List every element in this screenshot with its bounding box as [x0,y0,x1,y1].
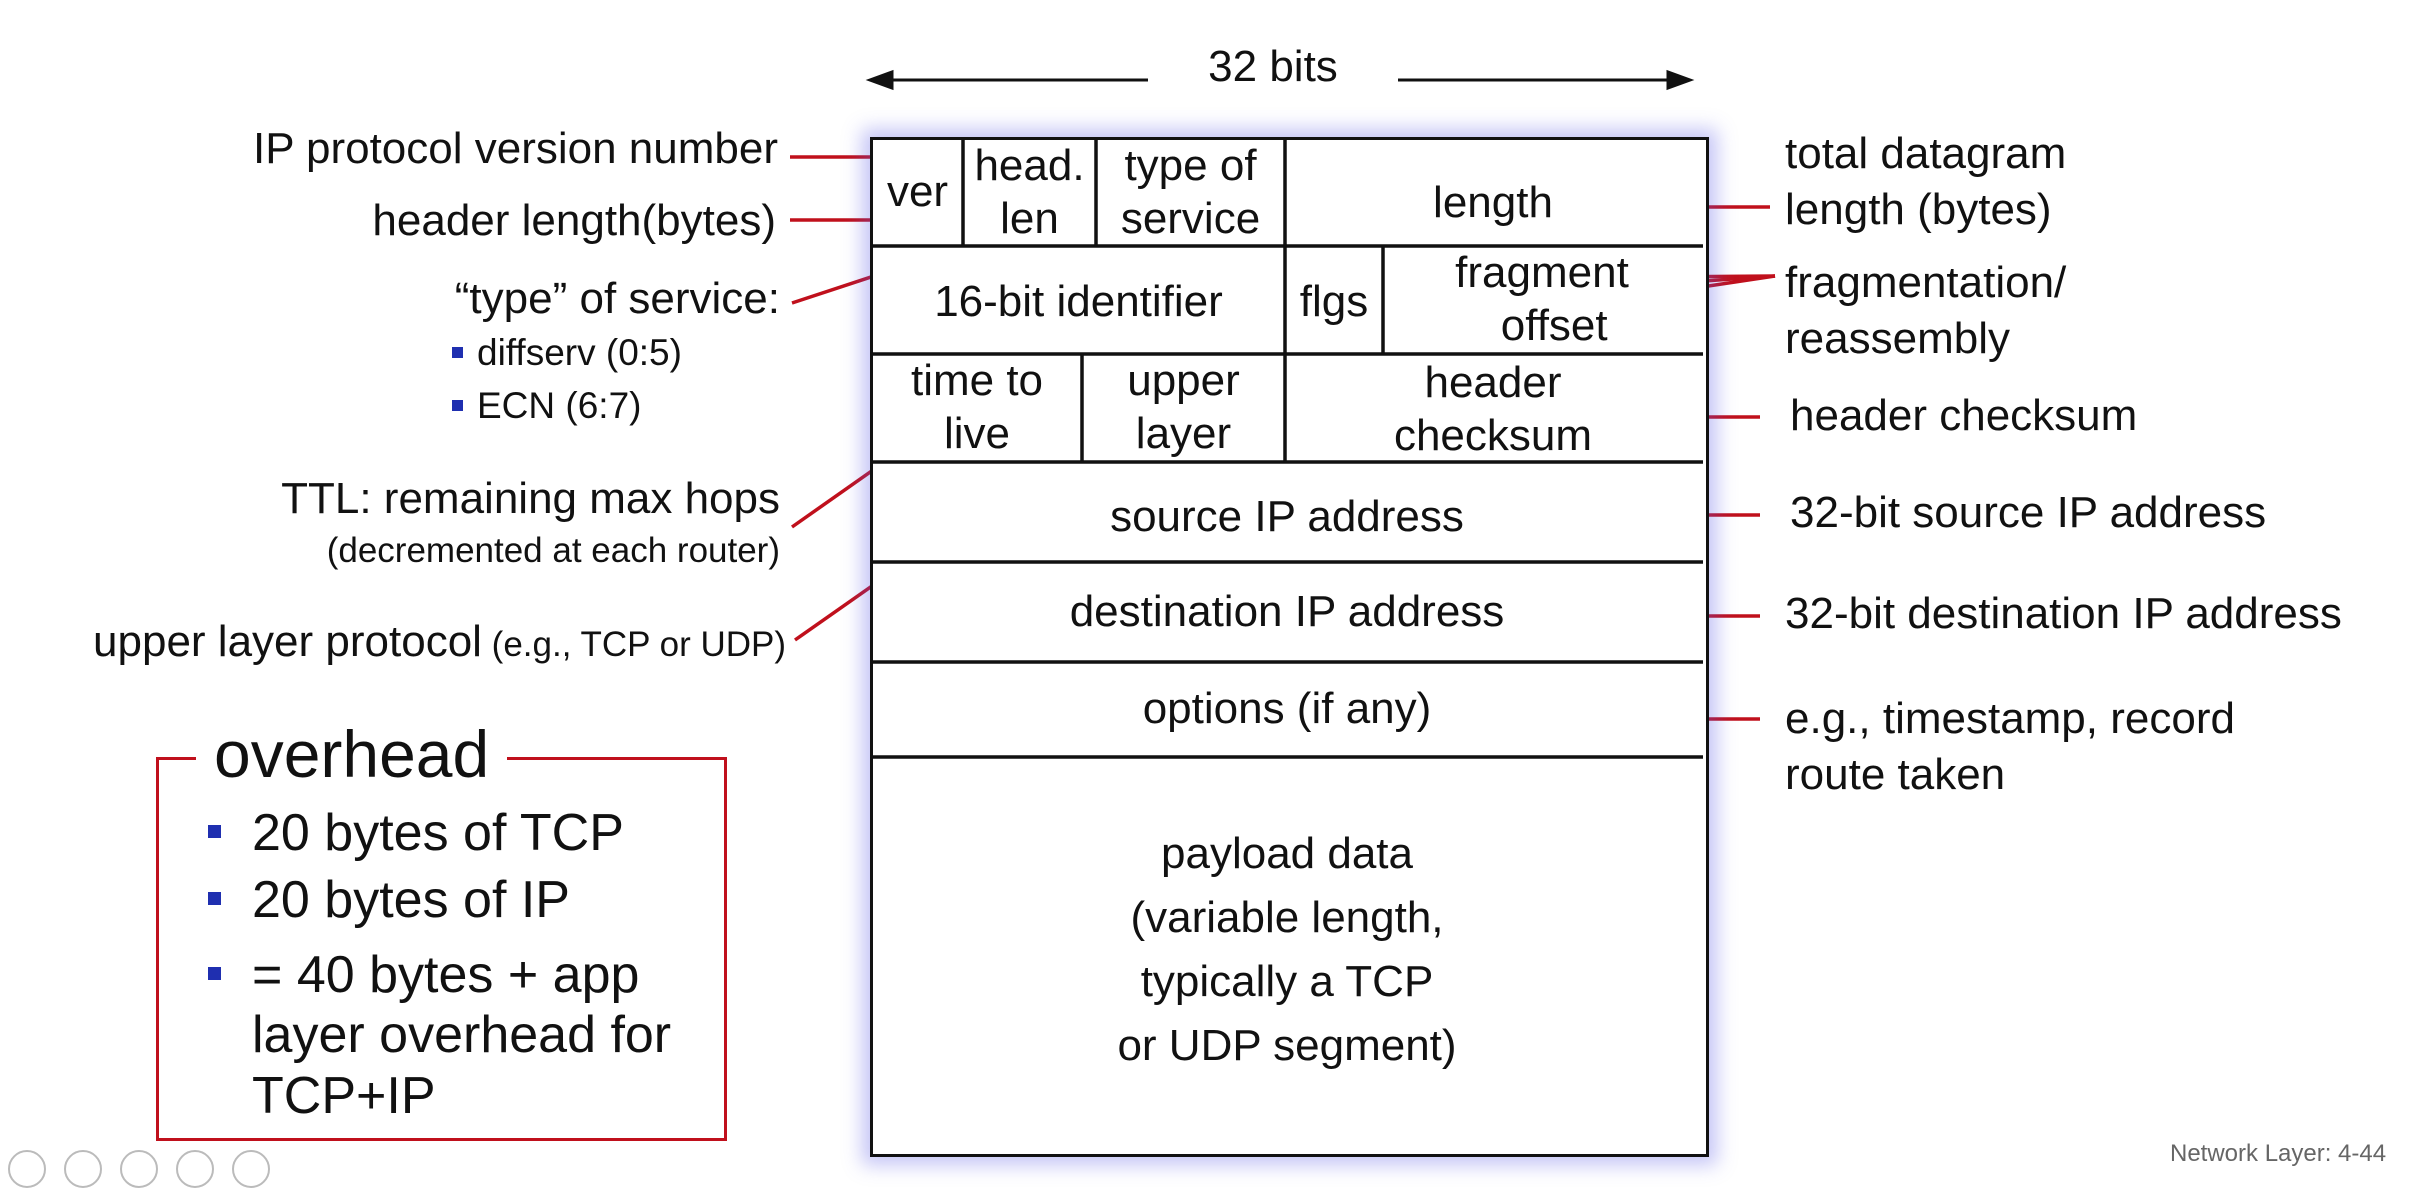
field-ttl-line2: live [943,409,1010,458]
label-ttl-note: (decremented at each router) [326,531,780,570]
label-upper-layer: upper layer protocol (e.g., TCP or UDP) [93,617,786,668]
overhead-title: overhead [196,721,508,787]
field-options-text: options (if any) [1142,684,1432,734]
label-total-length-line2: length (bytes) [1785,185,2052,235]
field-checksum-line1: header [1424,358,1562,408]
overhead-item: 20 bytes of TCP [208,803,624,863]
field-fragment-offset: fragment offset [1383,246,1701,354]
label-total-length-line1: total datagram [1785,129,2067,178]
label-total-length: total datagram length (bytes) [1785,126,2066,239]
label-header-checksum: header checksum [1790,391,2138,440]
field-tos-line1: type of [1124,140,1257,190]
label-ttl: TTL: remaining max hops [281,474,780,523]
field-flags-text: flgs [1299,276,1369,326]
slide-footer: Network Layer: 4-44 [2170,1140,2387,1167]
field-frag-line1: fragment [1455,248,1629,298]
label-frag-line1: fragmentation/ [1785,258,2067,307]
field-flags: flgs [1285,250,1383,354]
ip-datagram-format [870,137,1709,1157]
field-upper-line1: upper [1127,356,1240,406]
field-destination-ip: destination IP address [872,565,1702,659]
overhead-item: 20 bytes of IP [208,870,570,930]
overhead-item-text: = 40 bytes + app [252,946,640,1004]
tos-item-diffserv: diffserv (0:5) [452,332,682,374]
field-length-text: length [1433,177,1553,227]
overhead-item-text: TCP+IP [252,1066,436,1125]
overhead-item-text: 20 bytes of IP [252,871,570,929]
label-header-length: header length(bytes) [372,196,776,245]
overhead-item-text: 20 bytes of TCP [252,804,624,862]
label-fragmentation: fragmentation/reassembly [1785,255,2066,368]
field-source-ip: source IP address [872,472,1702,562]
field-checksum-line2: checksum [1393,411,1593,460]
bullet-icon [452,346,463,358]
field-head-len-line1: head. [974,140,1085,190]
payload-line1: payload data [1161,829,1413,879]
field-source-ip-text: source IP address [1110,491,1464,541]
overhead-item-text: layer overhead for [252,1006,672,1065]
nav-dots[interactable] [8,1150,288,1193]
label-options: e.g., timestamp, record route taken [1785,691,2235,804]
field-ver-text: ver [886,167,949,217]
width-arrowhead-left [865,69,894,91]
label-source-ip: 32-bit source IP address [1790,488,2267,537]
field-ttl-line1: time to [910,356,1044,406]
field-identifier: 16-bit identifier [872,250,1285,354]
payload-line4: or UDP segment) [1117,1020,1457,1070]
payload-line3: typically a TCP [1140,957,1434,1006]
label-upper-layer-note: (e.g., TCP or UDP) [481,625,786,664]
field-length: length [1285,160,1701,246]
label-options-line2: route taken [1785,750,2006,800]
field-destination-ip-text: destination IP address [1069,586,1505,636]
payload-line2: (variable length, [1130,893,1444,943]
label-options-line1: e.g., timestamp, record [1785,694,2235,743]
width-arrowhead-right [1666,69,1695,91]
datagram-grid [872,139,1703,759]
width-label: 32 bits [1208,42,1338,91]
field-upper-line2: layer [1135,409,1232,458]
field-payload: payload data (variable length, typically… [872,800,1702,1100]
field-head-len: head.len [963,139,1096,246]
label-type-of-service: “type” of service: [454,274,780,323]
field-ver: ver [872,139,963,246]
label-upper-layer-main: upper layer protocol [93,617,482,666]
bullet-icon [208,825,221,838]
tos-item-text: diffserv (0:5) [477,332,682,373]
field-head-len-line2: len [1000,193,1059,243]
field-options: options (if any) [872,662,1702,757]
bullet-icon [208,967,221,980]
tos-item-ecn: ECN (6:7) [452,385,641,427]
label-destination-ip: 32-bit destination IP address [1785,589,2342,638]
tos-item-text: ECN (6:7) [477,385,642,426]
field-identifier-text: 16-bit identifier [934,276,1223,326]
field-tos-line2: service [1120,193,1261,243]
label-frag-line2: reassembly [1785,314,2010,364]
bullet-icon [208,892,221,905]
label-version: IP protocol version number [252,124,778,173]
bullet-icon [452,399,463,411]
field-frag-line2: offset [1500,301,1608,350]
